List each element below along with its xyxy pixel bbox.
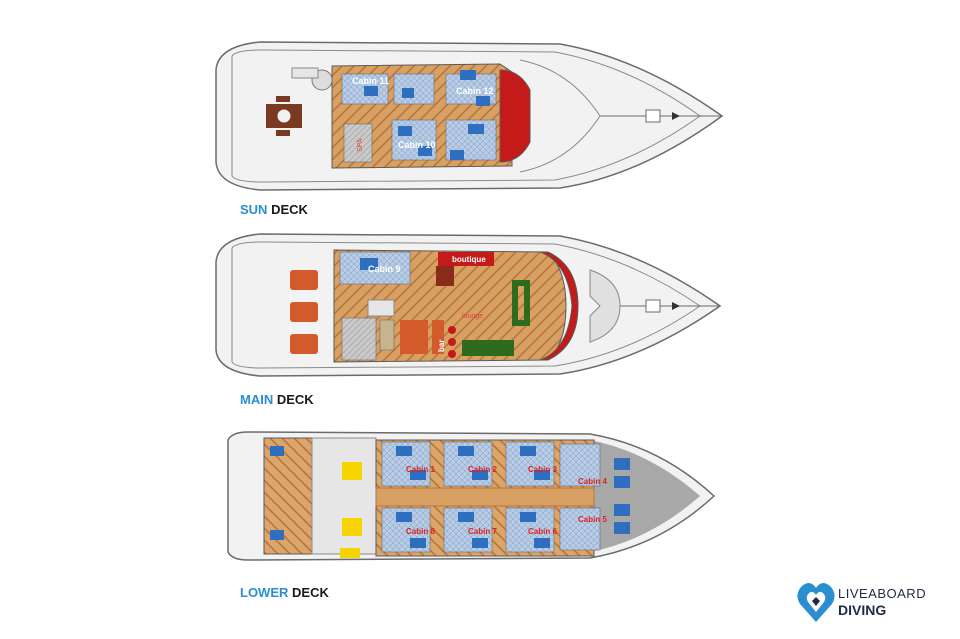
logo-line-1: LIVEABOARD xyxy=(838,586,927,601)
cabin-2-label: Cabin 2 xyxy=(468,465,497,474)
logo-line-2: DIVING xyxy=(838,602,887,618)
sun-deck-title: SUN DECK xyxy=(240,202,308,217)
main-deck-title-rest: DECK xyxy=(276,392,314,407)
cabin-5-label: Cabin 5 xyxy=(578,515,607,524)
spa-label: SPA xyxy=(357,138,364,152)
cabin-1-label: Cabin 1 xyxy=(406,465,435,474)
main-deck-dining-tables xyxy=(290,270,318,354)
liveaboard-diving-logo: LIVEABOARD DIVING xyxy=(796,580,946,628)
fuel-tanks xyxy=(340,462,362,558)
lower-deck-title-rest: DECK xyxy=(292,585,329,600)
sun-deck: Cabin 11 Cabin 12 Cabin 10 SPA xyxy=(215,41,724,191)
main-deck: Cabin 9 boutique lounge bar xyxy=(215,233,722,377)
bar-label: bar xyxy=(437,340,446,352)
sun-deck-red-carpet xyxy=(499,69,531,163)
boutique-label: boutique xyxy=(452,255,486,264)
lower-deck-title-accent: LOWER xyxy=(240,585,289,600)
cabin-3-label: Cabin 3 xyxy=(528,465,557,474)
cabin-6-label: Cabin 6 xyxy=(528,527,557,536)
main-cabin-9-label: Cabin 9 xyxy=(368,264,401,274)
lounge-label: lounge xyxy=(462,313,483,320)
main-deck-title: MAIN DECK xyxy=(240,392,314,407)
lower-deck-beds xyxy=(270,446,630,548)
cabin-4-label: Cabin 4 xyxy=(578,477,607,486)
sun-deck-title-rest: DECK xyxy=(271,202,308,217)
lower-deck-title: LOWER DECK xyxy=(240,585,329,600)
cabin-8-label: Cabin 8 xyxy=(406,527,435,536)
sun-deck-title-accent: SUN xyxy=(240,202,268,217)
sun-cabin-11-label: Cabin 11 xyxy=(352,76,389,86)
sun-cabin-10-label: Cabin 10 xyxy=(398,140,436,150)
main-deck-title-accent: MAIN xyxy=(240,392,274,407)
lower-deck: Cabin 1 Cabin 2 Cabin 3 Cabin 4 Cabin 5 … xyxy=(227,431,716,561)
sun-deck-table xyxy=(266,96,302,136)
cabin-7-label: Cabin 7 xyxy=(468,527,497,536)
sun-cabin-12-label: Cabin 12 xyxy=(456,86,494,96)
liveaboard-diving-logo-icon xyxy=(797,582,835,622)
